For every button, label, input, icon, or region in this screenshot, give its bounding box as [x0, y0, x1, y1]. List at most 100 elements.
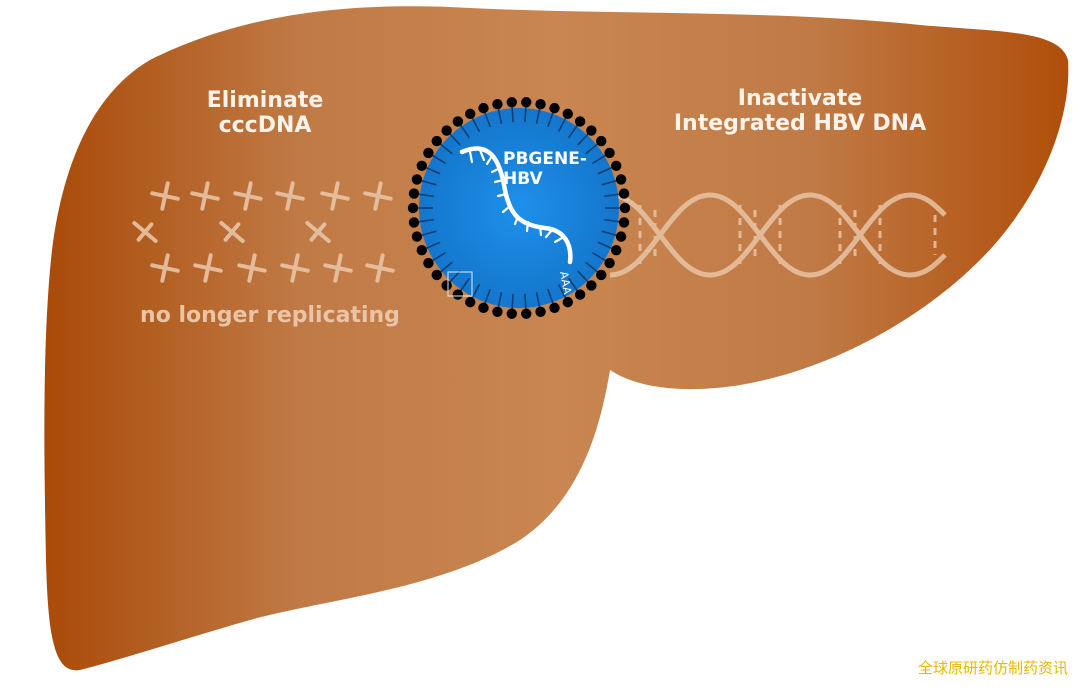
lipid-tail — [547, 288, 554, 304]
mrna-base-tick — [485, 154, 494, 166]
lipid-head — [596, 135, 607, 147]
lipid-head — [618, 188, 630, 199]
mrna-base-tick — [490, 166, 502, 174]
mrna-base-tick — [478, 148, 486, 162]
lipid-tails — [418, 107, 620, 309]
eliminate-cccdna-label: Eliminate cccDNA — [160, 88, 370, 139]
lipid-head — [615, 231, 627, 242]
broken-dna-cross-icon — [237, 253, 267, 283]
broken-dna-cross-icon — [305, 221, 331, 243]
lipid-tail — [597, 241, 612, 249]
drug-line-1: PBGENE- — [503, 149, 587, 169]
lipid-tail — [524, 293, 527, 309]
mrna-base-tick — [501, 204, 512, 214]
lipid-head — [478, 302, 489, 314]
eliminate-line: Eliminate — [206, 88, 324, 113]
lipid-tail — [449, 270, 461, 283]
lipid-head — [492, 99, 503, 110]
lipid-head — [416, 245, 427, 256]
lipid-tail — [421, 179, 437, 186]
lipid-head — [431, 135, 442, 147]
lipid-head — [411, 231, 423, 242]
lipid-head — [423, 257, 434, 269]
polya-tail: AAA — [557, 270, 574, 296]
lipid-tail — [449, 133, 461, 146]
mrna-base-tick — [544, 228, 554, 239]
lipid-head — [416, 160, 427, 171]
lipid-head — [452, 289, 464, 300]
lipid-head — [615, 174, 627, 185]
lipid-head — [562, 108, 573, 120]
lipid-tail — [585, 143, 598, 155]
lipid-tail — [421, 230, 437, 237]
lipid-head — [574, 116, 586, 127]
broken-dna-cross-icons — [132, 181, 395, 283]
marker-square — [447, 271, 473, 297]
lipid-head — [423, 147, 434, 159]
lipid-head — [441, 125, 452, 136]
broken-dna-cross-icon — [219, 221, 245, 243]
lipid-head — [586, 125, 597, 136]
broken-dna-cross-icon — [132, 221, 158, 243]
broken-dna-cross-icon — [365, 253, 395, 283]
lipid-tail — [535, 292, 541, 308]
lipid-tail — [601, 179, 617, 186]
lipid-tail — [484, 288, 491, 304]
lipid-tail — [577, 133, 589, 146]
lipid-tail — [440, 261, 453, 273]
lipid-tail — [592, 252, 606, 262]
broken-dna-cross-icon — [323, 253, 353, 283]
broken-dna-cross-icon — [280, 253, 310, 283]
lipid-tail — [432, 154, 446, 164]
lipid-head — [549, 102, 560, 114]
lipid-tail — [471, 283, 481, 299]
lipid-tail — [511, 107, 514, 123]
watermark-text: 全球原研药仿制药资讯 — [917, 659, 1068, 677]
mrna-strand-icon — [459, 146, 573, 265]
lipid-head — [611, 245, 622, 256]
lipid-head — [506, 97, 517, 108]
inactivate-dna-label: Inactivate Integrated HBV DNA — [650, 86, 950, 137]
mrna-base-tick — [513, 214, 520, 226]
lipid-head — [618, 217, 630, 228]
mrna-base-tick — [493, 178, 505, 184]
lipid-tail — [557, 117, 567, 133]
lipid-head — [604, 257, 615, 269]
broken-dna-cross-icon — [275, 181, 305, 211]
lipid-head — [411, 174, 423, 185]
lipid-tail — [547, 112, 554, 128]
lipid-tail — [535, 108, 541, 124]
lipid-head — [478, 102, 489, 114]
lipid-head — [562, 296, 573, 308]
lipid-head — [549, 302, 560, 314]
lipid-head — [535, 99, 546, 110]
lipid-tail — [497, 108, 503, 124]
broken-dna-cross-icon — [363, 181, 393, 211]
lipid-tail — [597, 167, 612, 175]
broken-dna-cross-icon — [190, 181, 220, 211]
lipid-head — [465, 108, 476, 120]
lipid-head — [441, 280, 452, 291]
lipid-head — [407, 202, 419, 214]
lipid-head — [611, 160, 622, 171]
mrna-base-tick — [496, 192, 508, 198]
lipid-head — [535, 306, 546, 317]
lipid-heads — [407, 97, 631, 319]
pbgene-hbv-label: PBGENE- HBV — [503, 149, 623, 189]
lipid-head — [574, 289, 586, 300]
lipid-tail — [567, 277, 578, 291]
dna-helix-icon — [609, 192, 947, 278]
lipid-tail — [577, 270, 589, 283]
lipid-tail — [484, 112, 491, 128]
lipid-tail — [524, 107, 527, 123]
lipid-head — [431, 269, 442, 281]
lipid-head — [492, 306, 503, 317]
lipid-head — [619, 202, 631, 214]
lipid-tail — [592, 154, 606, 164]
lipid-tail — [601, 230, 617, 237]
lipid-tail — [567, 125, 578, 139]
lipid-tail — [418, 193, 434, 198]
mrna-base-tick — [538, 224, 543, 237]
no-longer-replicating-label: no longer replicating — [140, 303, 400, 328]
